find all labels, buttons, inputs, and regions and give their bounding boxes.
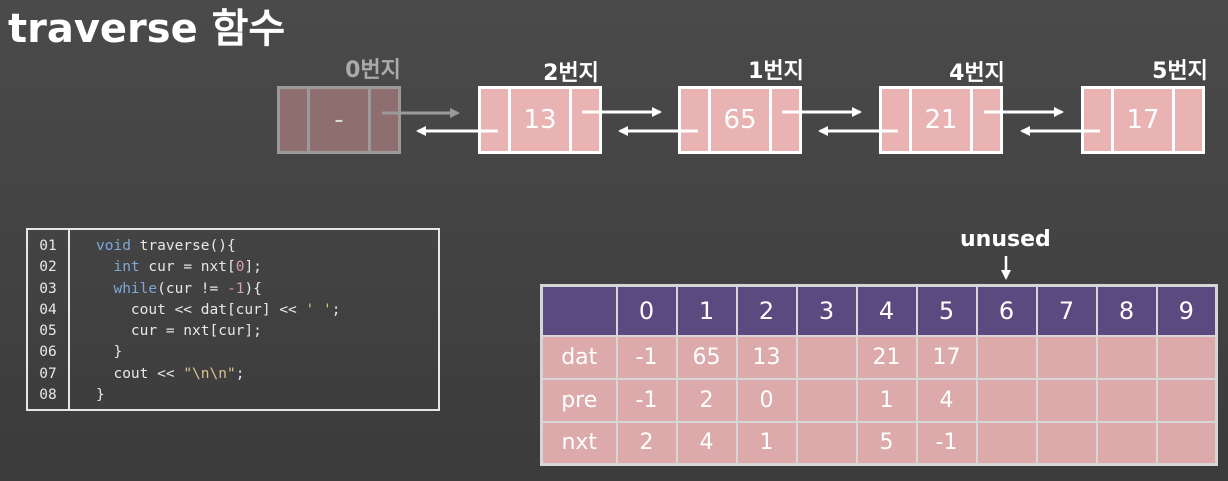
node-box-3: 21 [879,86,1003,154]
table-cell: 2 [675,377,738,423]
node-value: 17 [1126,105,1160,135]
table-cell [795,334,858,380]
table-corner-cell [540,284,618,337]
code-line: while(cur != -1){ [113,280,262,297]
node-label-4: 5번지 [1152,59,1208,84]
line-number: 01 [39,238,57,254]
table-cell [795,420,858,466]
code-line: void traverse(){ [96,238,236,254]
table-cell: 1 [735,420,798,466]
node-box-1: 13 [478,86,602,154]
table-cell [975,420,1038,466]
table-header-index: 9 [1155,284,1218,337]
page-title: traverse 함수 [8,6,286,52]
node-nxt-cell [970,89,1000,151]
node-label-0: 0번지 [345,58,401,83]
node-label-2: 1번지 [748,59,804,84]
table-cell [1035,334,1098,380]
table-cell [1155,334,1218,380]
node-label-3: 4번지 [949,61,1005,86]
line-number: 06 [39,344,57,361]
node-nxt-cell [569,89,599,151]
table-cell [1095,420,1158,466]
unused-label: unused [960,227,1051,252]
node-pre-cell [681,89,711,151]
line-number: 04 [39,301,57,318]
table-row-label: dat [540,334,618,380]
node-box-2: 65 [678,86,802,154]
table-row-label: nxt [540,420,618,466]
table-cell: 4 [675,420,738,466]
table-cell [1095,377,1158,423]
table-header-index: 3 [795,284,858,337]
table-cell: 65 [675,334,738,380]
table-cell [975,334,1038,380]
table-cell [795,377,858,423]
line-number: 02 [39,259,57,276]
code-block: 01 02 03 04 05 06 07 08 void traverse(){… [26,228,440,411]
node-nxt-cell [1172,89,1202,151]
table-header-index: 6 [975,284,1038,337]
code-line: cout << "\n\n"; [96,365,245,382]
node-value: 21 [924,105,958,135]
table-cell [1095,334,1158,380]
table-header-index: 0 [615,284,678,337]
node-value: 13 [523,105,557,135]
node-pre-cell [481,89,511,151]
node-value: 65 [723,105,757,135]
table-cell: 4 [915,377,978,423]
code-line: } [96,344,123,361]
line-number: 03 [39,280,57,297]
node-pre-cell [1084,89,1114,151]
code-body: void traverse(){ int cur = nxt[0]; while… [70,230,340,409]
node-pre-cell [882,89,912,151]
table-cell: 2 [615,420,678,466]
node-nxt-cell [769,89,799,151]
code-line: int cur = nxt[0]; [113,259,262,276]
line-numbers: 01 02 03 04 05 06 07 08 [28,230,70,409]
table-row-label: pre [540,377,618,423]
table-cell [1035,420,1098,466]
table-cell: 17 [915,334,978,380]
node-label-1: 2번지 [543,61,599,86]
node-value: - [334,105,344,135]
table-cell: -1 [615,377,678,423]
table-cell: 21 [855,334,918,380]
table-cell: 5 [855,420,918,466]
node-box-4: 17 [1081,86,1205,154]
line-number: 07 [39,365,57,382]
table-cell [1155,377,1218,423]
table-header-index: 4 [855,284,918,337]
table-cell: -1 [615,334,678,380]
table-cell [1035,377,1098,423]
table-cell [1155,420,1218,466]
table-header-index: 7 [1035,284,1098,337]
code-line: cur = nxt[cur]; [96,323,262,340]
table-header-index: 1 [675,284,738,337]
table-cell: 0 [735,377,798,423]
table-cell [975,377,1038,423]
table-cell: -1 [915,420,978,466]
table-header-index: 5 [915,284,978,337]
table-cell: 13 [735,334,798,380]
node-box-0: - [277,86,401,154]
table-header-index: 2 [735,284,798,337]
node-nxt-cell [368,89,398,151]
code-line: cout << dat[cur] << ' '; [96,301,341,318]
code-line: } [96,387,105,404]
line-number: 08 [39,387,57,404]
line-number: 05 [39,323,57,340]
node-pre-cell [280,89,310,151]
table-header-index: 8 [1095,284,1158,337]
table-cell: 1 [855,377,918,423]
